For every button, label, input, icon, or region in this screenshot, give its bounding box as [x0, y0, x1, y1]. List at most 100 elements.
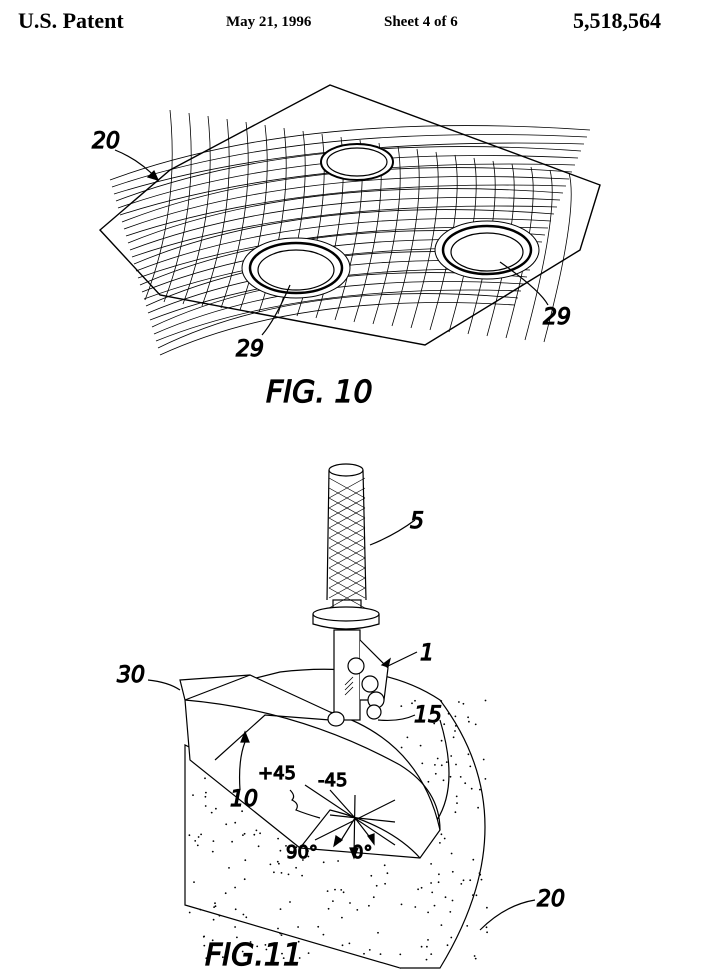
contour-line — [392, 149, 419, 326]
stipple-dot — [431, 892, 433, 894]
stipple-dot — [437, 758, 439, 760]
stipple-dot — [341, 917, 343, 919]
stipple-dot — [485, 778, 487, 780]
knurl-line — [329, 478, 365, 498]
stipple-dot — [458, 701, 460, 703]
hole-right — [435, 221, 539, 279]
stipple-dot — [363, 953, 365, 955]
label-0deg: 0° — [352, 842, 372, 863]
stipple-dot — [455, 764, 457, 766]
stipple-dot — [450, 755, 452, 757]
stipple-dot — [421, 763, 423, 765]
stipple-dot — [486, 907, 488, 909]
stipple-dot — [434, 764, 436, 766]
fig11-caption: FIG.11 — [205, 938, 302, 971]
stipple-dot — [194, 840, 196, 842]
stipple-dot — [426, 946, 428, 948]
stipple-dot — [486, 931, 488, 933]
knurl-line — [329, 528, 365, 548]
stipple-dot — [421, 887, 423, 889]
stipple-dot — [479, 874, 481, 876]
stipple-dot — [189, 912, 191, 914]
stipple-dot — [277, 861, 279, 863]
stipple-dot — [460, 883, 462, 885]
stipple-dot — [244, 833, 246, 835]
stipple-dot — [219, 915, 221, 917]
stipple-dot — [204, 777, 206, 779]
stipple-dot — [337, 860, 339, 862]
stipple-dot — [426, 959, 428, 961]
stipple-dot — [373, 896, 375, 898]
stipple-dot — [278, 863, 280, 865]
stipple-dot — [244, 859, 246, 861]
knurl-line — [329, 578, 365, 598]
stipple-dot — [297, 926, 299, 928]
stipple-dot — [486, 926, 488, 928]
stipple-dot — [444, 838, 446, 840]
stipple-dot — [280, 908, 282, 910]
stipple-dot — [349, 902, 351, 904]
stipple-dot — [481, 879, 483, 881]
stipple-dot — [420, 745, 422, 747]
stipple-dot — [441, 924, 443, 926]
stipple-dot — [200, 909, 202, 911]
stipple-dot — [469, 879, 471, 881]
stipple-dot — [369, 949, 371, 951]
stipple-dot — [340, 889, 342, 891]
stipple-dot — [428, 781, 430, 783]
stipple-dot — [430, 863, 432, 865]
stipple-dot — [384, 883, 386, 885]
stipple-dot — [387, 872, 389, 874]
stipple-dot — [456, 802, 458, 804]
stipple-dot — [476, 894, 478, 896]
knurl-line — [329, 558, 365, 578]
stipple-dot — [256, 830, 258, 832]
stipple-dot — [475, 724, 477, 726]
stipple-dot — [439, 842, 441, 844]
stipple-dot — [446, 761, 448, 763]
stipple-dot — [342, 944, 344, 946]
stipple-dot — [215, 905, 217, 907]
stipple-dot — [463, 703, 465, 705]
stipple-dot — [454, 730, 456, 732]
stipple-dot — [440, 700, 442, 702]
hole-top — [321, 144, 393, 180]
fig10-caption: FIG. 10 — [266, 375, 373, 410]
stipple-dot — [407, 737, 409, 739]
stipple-dot — [447, 944, 449, 946]
stipple-dot — [448, 713, 450, 715]
handle-5 — [313, 464, 379, 629]
stipple-dot — [483, 759, 485, 761]
fig11-drawing: 5 1 30 15 10 20 +45 -45 90° 0° FIG.11 — [117, 464, 565, 971]
stipple-dot — [411, 702, 413, 704]
stipple-dot — [427, 912, 429, 914]
stipple-dot — [468, 753, 470, 755]
stipple-dot — [441, 833, 443, 835]
stipple-dot — [441, 740, 443, 742]
knurl-line — [329, 498, 365, 518]
stipple-dot — [270, 864, 272, 866]
stipple-dot — [328, 908, 330, 910]
stipple-dot — [245, 916, 247, 918]
stipple-dot — [485, 700, 487, 702]
stipple-dot — [343, 891, 345, 893]
stipple-dot — [308, 952, 310, 954]
stipple-dot — [277, 838, 279, 840]
stipple-dot — [205, 792, 207, 794]
stipple-dot — [211, 812, 213, 814]
stipple-dot — [427, 939, 429, 941]
stipple-dot — [400, 705, 402, 707]
stipple-dot — [323, 861, 325, 863]
stipple-dot — [475, 958, 477, 960]
stipple-dot — [323, 934, 325, 936]
stipple-dot — [356, 909, 358, 911]
stipple-dot — [401, 904, 403, 906]
stipple-dot — [198, 836, 200, 838]
stipple-dot — [450, 937, 452, 939]
stipple-dot — [472, 859, 474, 861]
label-plus45: +45 — [258, 763, 296, 784]
stipple-dot — [455, 725, 457, 727]
contour-line — [156, 290, 521, 341]
stipple-dot — [477, 807, 479, 809]
knurl-line — [329, 548, 365, 568]
